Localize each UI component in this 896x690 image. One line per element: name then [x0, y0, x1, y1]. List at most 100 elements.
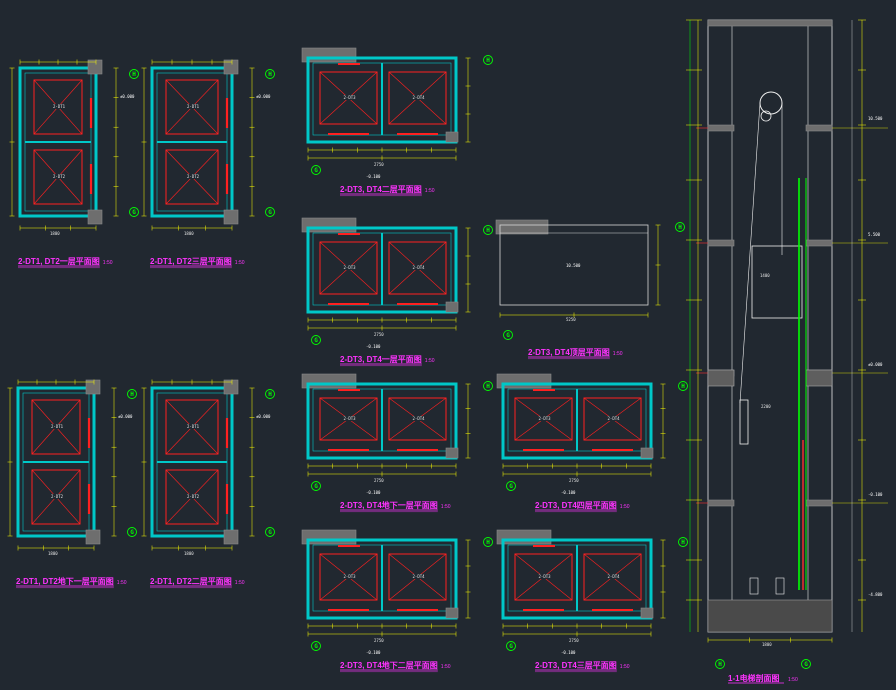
dimension-text: 1800 [50, 231, 60, 236]
floor-slab [805, 124, 833, 132]
structural-column [223, 379, 239, 395]
drawing-title-text: 2-DT3, DT4顶层平面图 [528, 348, 610, 357]
car-label-mask [186, 494, 198, 499]
axis-label: G [314, 483, 318, 490]
car-label-mask [186, 424, 198, 429]
axis-bubble: H [483, 225, 493, 235]
dimension-chain [707, 637, 833, 643]
elevator-car-outline [33, 79, 83, 135]
drawing-title-text: 2-DT3, DT4地下一层平面图 [340, 500, 438, 510]
level-mark: -0.100 [366, 174, 381, 179]
shaft-wall-outer [306, 226, 458, 314]
axis-label: H [268, 71, 272, 78]
elevator-car-outline [165, 399, 219, 455]
elevator-car-label: 2-DT1 [51, 424, 64, 429]
elevator-car-label: 2-DT3 [539, 416, 552, 421]
axis-bubble: H [265, 69, 275, 79]
axis-label: H [486, 383, 490, 390]
axis-bubble: H [127, 389, 137, 399]
axis-bubble: H [483, 537, 493, 547]
axis-circle [801, 659, 811, 669]
dimension-text: 2750 [374, 478, 384, 483]
axis-label: G [130, 529, 134, 536]
dimension-chain [17, 545, 95, 551]
axis-circle [503, 330, 513, 340]
vertical-dimension-chain [655, 224, 661, 306]
car-label-mask [186, 104, 198, 109]
vertical-dimension-chain [7, 387, 13, 537]
axis-circle [127, 389, 137, 399]
dimension-chain [151, 225, 233, 231]
axis-label: H [268, 391, 272, 398]
vertical-dimension-chain [465, 57, 471, 143]
shaft-wall-outer [306, 382, 458, 460]
elevator-car: 2-DT2 [165, 149, 219, 205]
axis-label: G [506, 332, 510, 339]
elevator-car-label: 2-DT4 [413, 416, 426, 421]
hoist-rope [739, 102, 761, 404]
shaft-wall-outer [501, 382, 653, 460]
elevator-car-label: 2-DT4 [608, 574, 621, 579]
vertical-dimension-chain [465, 227, 471, 313]
structural-column [445, 301, 459, 313]
level-mark: -0.100 [366, 490, 381, 495]
elevator-car: 2-DT4 [388, 241, 447, 295]
dimension-chain [502, 623, 652, 629]
dimension-text: 1400 [760, 273, 770, 278]
dimension-text: 1800 [48, 551, 58, 556]
level-mark: ±0.000 [868, 362, 883, 367]
structural-column [640, 607, 654, 619]
dimension-chain [502, 471, 652, 477]
axis-label: G [509, 483, 513, 490]
dimension-text: 2750 [374, 638, 384, 643]
level-mark: 5.500 [868, 232, 881, 237]
axis-bubble: H [715, 659, 725, 669]
drawing-title-text: 2-DT1, DT2一层平面图 [18, 257, 100, 266]
car-label-mask [411, 265, 424, 270]
drawing-scale: 1:50 [425, 188, 435, 194]
elevator-car-outline [319, 241, 378, 295]
counterweight-buffer [775, 577, 785, 595]
axis-circle [483, 381, 493, 391]
dimension-chain [307, 317, 457, 323]
elevator-car-label: 2-DT2 [53, 174, 66, 179]
level-mark: ±0.000 [118, 414, 133, 419]
structural-column [223, 59, 239, 75]
axis-label: G [132, 209, 136, 216]
roof-slab [707, 19, 833, 27]
structural-beam [301, 529, 357, 545]
elevator-car: 2-DT1 [33, 79, 83, 135]
dimension-chain [499, 312, 649, 318]
car-label-mask [342, 95, 355, 100]
beam-section [805, 369, 833, 387]
level-mark: -0.100 [561, 650, 576, 655]
level-mark: -0.100 [561, 490, 576, 495]
axis-label: G [314, 167, 318, 174]
axis-bubble: G [129, 207, 139, 217]
elevator-car: 2-DT3 [319, 397, 378, 441]
elevator-car-label: 2-DT4 [413, 265, 426, 270]
axis-bubble: G [503, 330, 513, 340]
elevator-car-outline [388, 553, 447, 601]
structural-column [85, 379, 101, 395]
axis-label: H [681, 539, 685, 546]
elevator-car: 2-DT2 [31, 469, 81, 525]
car-label-mask [411, 95, 424, 100]
axis-label: H [486, 57, 490, 64]
axis-circle [265, 69, 275, 79]
car-label-mask [186, 174, 198, 179]
elevator-car-outline [165, 469, 219, 525]
axis-bubble: H [483, 381, 493, 391]
drawing-scale: 1:50 [620, 664, 630, 670]
axis-bubble: G [311, 641, 321, 651]
pit-foundation [707, 599, 833, 633]
structural-beam [495, 219, 549, 235]
drawing-title-text: 2-DT3, DT4四层平面图 [535, 501, 617, 510]
